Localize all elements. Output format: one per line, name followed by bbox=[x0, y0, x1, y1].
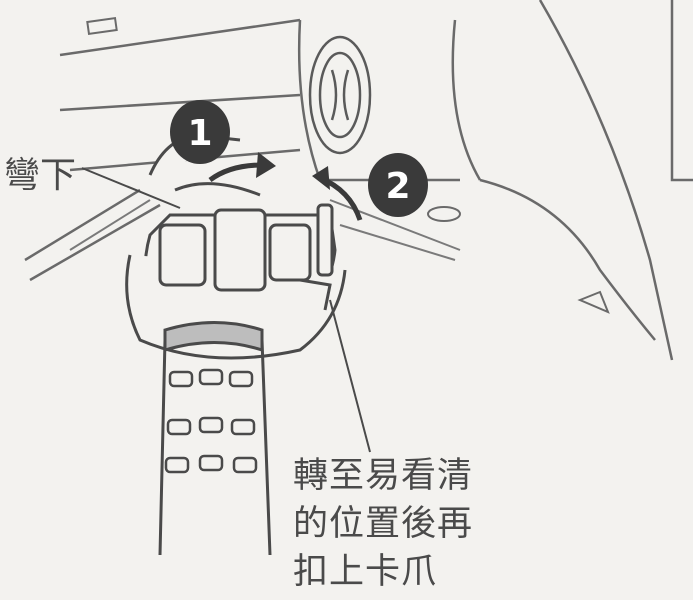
arrow-head-2-icon bbox=[312, 166, 330, 190]
arrow-head-1-icon bbox=[256, 152, 276, 178]
instruction-note-line-2: 的位置後再 bbox=[293, 504, 474, 544]
step-badge-1: 1 bbox=[170, 100, 230, 164]
step-badge-2: 2 bbox=[368, 153, 428, 217]
body-marks bbox=[86, 16, 610, 314]
instruction-note-line-3: 扣上卡爪 bbox=[293, 552, 438, 592]
step-number-2: 2 bbox=[385, 166, 410, 207]
drain-hose bbox=[158, 321, 272, 556]
leader-lines bbox=[81, 167, 371, 453]
instruction-note-line-1: 轉至易看清 bbox=[293, 456, 474, 496]
floor-rails bbox=[69, 199, 461, 261]
step-number-1: 1 bbox=[187, 113, 212, 154]
bend-down-label: 彎下 bbox=[4, 155, 77, 196]
side-panel-box bbox=[670, 0, 693, 182]
filter-knob-icon bbox=[308, 35, 372, 155]
